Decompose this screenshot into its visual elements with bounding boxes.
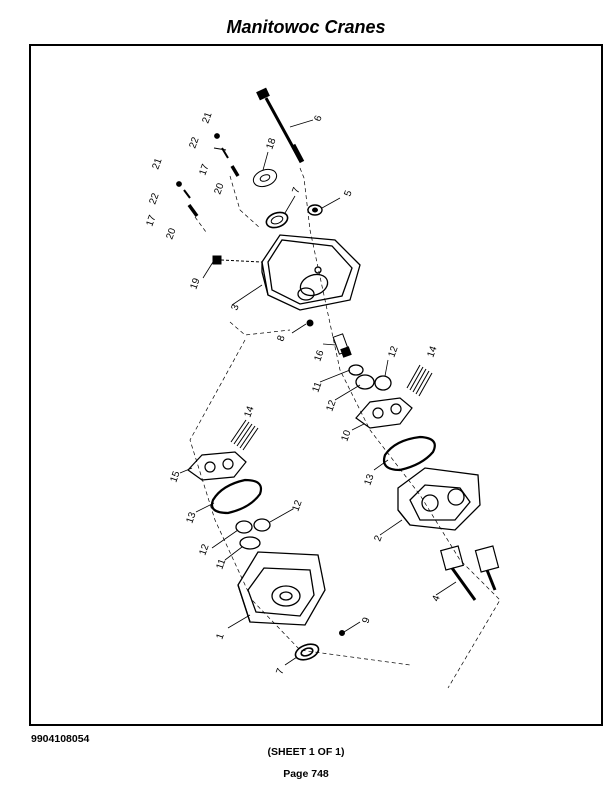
callout-13b: 13 bbox=[184, 510, 198, 525]
callout-10: 10 bbox=[339, 428, 353, 443]
callout-7b: 7 bbox=[274, 667, 286, 676]
part-4-gears bbox=[439, 545, 500, 601]
callout-1: 1 bbox=[214, 632, 226, 641]
callout-21b: 21 bbox=[150, 156, 164, 171]
upper-bushings bbox=[348, 364, 392, 391]
callout-15: 15 bbox=[168, 469, 182, 484]
callout-20b: 20 bbox=[164, 226, 178, 241]
diagram-frame bbox=[29, 44, 603, 726]
part-19-fitting bbox=[212, 255, 263, 265]
leader-lines bbox=[179, 119, 457, 666]
callout-12a: 12 bbox=[324, 398, 338, 413]
part-3-cover bbox=[261, 234, 361, 311]
callout-21a: 21 bbox=[200, 110, 214, 125]
part-14-pin-bundle-lower bbox=[230, 419, 259, 451]
callout-4: 4 bbox=[430, 594, 442, 603]
page-title: Manitowoc Cranes bbox=[226, 17, 386, 37]
part-2-gear-housing bbox=[397, 467, 481, 531]
callout-6: 6 bbox=[312, 114, 324, 123]
part-8-plug bbox=[306, 319, 314, 327]
callout-17a: 17 bbox=[197, 162, 211, 177]
pins-upper bbox=[213, 133, 240, 177]
part-7-upper-seal bbox=[265, 211, 289, 229]
sheet-label: (SHEET 1 OF 1) bbox=[267, 746, 345, 758]
callout-11a: 11 bbox=[310, 380, 324, 394]
callout-8: 8 bbox=[275, 334, 287, 343]
callout-18: 18 bbox=[264, 136, 278, 151]
part-7-lower-seal bbox=[294, 643, 320, 661]
part-10-wear-plate bbox=[355, 397, 413, 429]
part-13-seal-upper bbox=[382, 435, 436, 472]
callout-12d: 12 bbox=[197, 542, 211, 557]
part-16-shaft bbox=[332, 333, 352, 358]
part-9-pin bbox=[339, 630, 345, 636]
callout-7a: 7 bbox=[290, 186, 302, 195]
part-5-washer bbox=[307, 204, 323, 216]
part-6-bolt bbox=[256, 87, 305, 164]
callout-16: 16 bbox=[312, 348, 326, 363]
part-13-seal-lower bbox=[210, 478, 263, 515]
callout-14b: 14 bbox=[242, 404, 256, 419]
pins-left bbox=[176, 181, 199, 218]
callout-17b: 17 bbox=[144, 213, 158, 228]
callout-5: 5 bbox=[342, 189, 354, 198]
part-14-pin-bundle-upper bbox=[406, 364, 433, 397]
part-18-washer bbox=[252, 168, 278, 188]
callout-14a: 14 bbox=[425, 344, 439, 359]
callout-12c: 12 bbox=[290, 498, 304, 513]
page-number: Page 748 bbox=[283, 768, 329, 780]
callout-3: 3 bbox=[229, 303, 241, 312]
callout-12b: 12 bbox=[386, 344, 400, 359]
callout-20a: 20 bbox=[212, 181, 226, 196]
callout-13a: 13 bbox=[362, 472, 376, 487]
callout-2: 2 bbox=[372, 534, 384, 543]
callout-11b: 11 bbox=[214, 557, 228, 571]
callout-19: 19 bbox=[188, 276, 202, 291]
callout-22b: 22 bbox=[147, 191, 161, 206]
part-15-plate bbox=[187, 451, 247, 481]
callout-9: 9 bbox=[360, 616, 372, 625]
callout-22a: 22 bbox=[187, 135, 201, 150]
document-number: 9904108054 bbox=[31, 733, 90, 745]
lower-bushings bbox=[235, 518, 271, 550]
